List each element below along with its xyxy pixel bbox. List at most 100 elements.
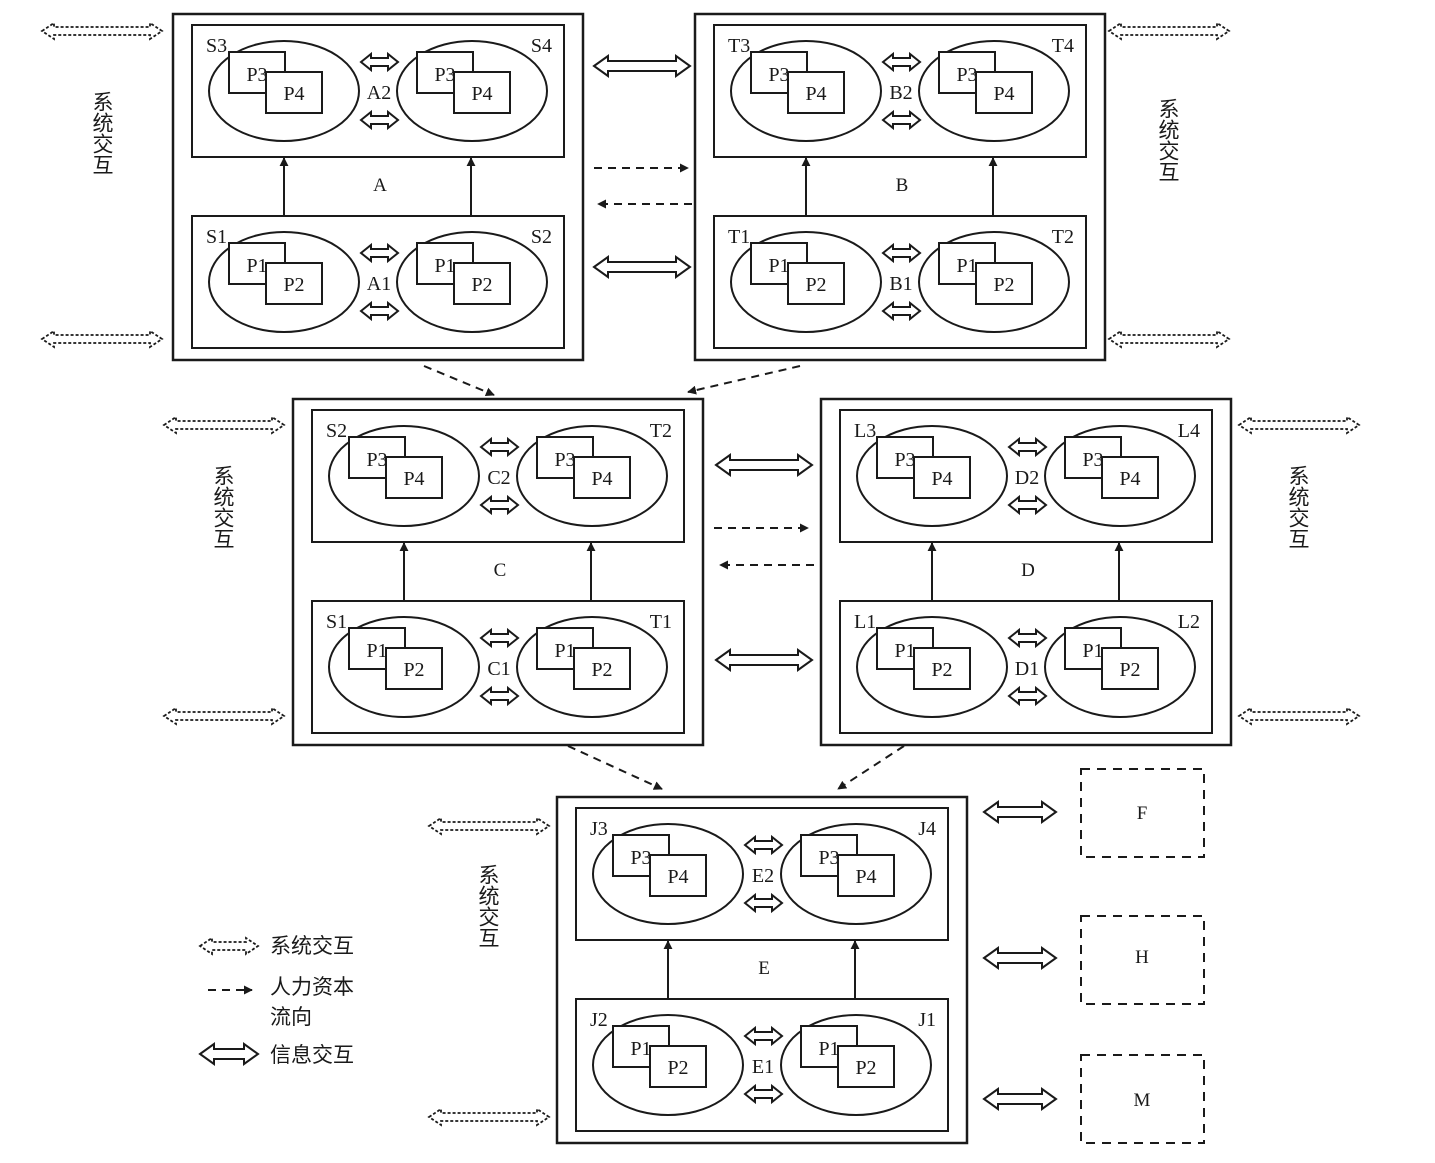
unit-label-right: T1 <box>650 611 672 633</box>
process-label-front: P2 <box>471 274 492 296</box>
process-label-front: P2 <box>283 274 304 296</box>
unit-label-right: L2 <box>1178 611 1200 633</box>
unit-label-left: J2 <box>590 1009 608 1031</box>
side-label-a: 系统交互 <box>90 91 114 175</box>
module-label: A <box>373 175 387 196</box>
svg-text:F: F <box>1137 803 1148 824</box>
legend-info-arrow-shape <box>198 1042 260 1066</box>
process-label-back: P1 <box>246 255 267 277</box>
subsystem-code: B2 <box>889 82 912 104</box>
system-interaction-arrow-3 <box>1107 21 1231 41</box>
intra-info-arrow-top <box>1007 627 1048 649</box>
intra-info-arrow-bottom <box>1007 685 1048 707</box>
side-label-b: 系统交互 <box>1156 98 1180 182</box>
process-label-back: P3 <box>894 449 915 471</box>
intra-info-arrow-top <box>479 627 520 649</box>
svg-text:系统交互: 系统交互 <box>1156 98 1180 182</box>
process-box-front <box>573 456 631 499</box>
process-label-front: P2 <box>855 1057 876 1079</box>
process-box-front <box>265 71 323 114</box>
process-label-front: P4 <box>805 83 826 105</box>
svg-text:M: M <box>1134 1090 1151 1111</box>
process-box-front <box>453 71 511 114</box>
subsystem-code: C2 <box>487 467 510 489</box>
process-label-back: P3 <box>768 64 789 86</box>
unit-label-left: L3 <box>854 420 876 442</box>
svg-text:系统交互: 系统交互 <box>90 91 114 175</box>
legend: 系统交互 人力资本 流向 信息交互 <box>198 934 354 1067</box>
process-label-back: P1 <box>434 255 455 277</box>
unit-label-right: T2 <box>650 420 672 442</box>
process-label-back: P1 <box>366 640 387 662</box>
process-label-back: P3 <box>246 64 267 86</box>
hr-flow-b-to-c <box>687 365 801 395</box>
unit-label-left: T3 <box>728 35 750 57</box>
subsystem-frame <box>191 215 565 349</box>
process-label-front: P2 <box>403 659 424 681</box>
process-label-front: P2 <box>591 659 612 681</box>
legend-info-interaction-icon <box>198 1042 260 1066</box>
intra-info-arrow-bottom <box>479 685 520 707</box>
process-label-back: P1 <box>554 640 575 662</box>
module-frame <box>819 397 1233 747</box>
info-interaction-arrow-7 <box>982 1087 1058 1111</box>
module-frame <box>555 795 969 1145</box>
process-label-back: P3 <box>956 64 977 86</box>
subsystem-code: A2 <box>367 82 391 104</box>
intra-info-arrow-top <box>743 834 784 856</box>
side-label-c: 系统交互 <box>211 465 235 549</box>
intra-info-arrow-bottom <box>743 892 784 914</box>
process-label-front: P4 <box>471 83 492 105</box>
legend-hr-label-1: 人力资本 <box>270 975 354 999</box>
subsystem-code: C1 <box>487 658 510 680</box>
subsystem-frame <box>575 807 949 941</box>
system-interaction-arrow-10 <box>427 1107 551 1127</box>
legend-system-interaction-icon <box>198 936 260 956</box>
side-label-d: 系统交互 <box>1286 465 1310 549</box>
process-label-back: P3 <box>554 449 575 471</box>
external-box-h: H <box>1080 915 1205 1005</box>
process-label-front: P4 <box>283 83 304 105</box>
subsystem-code: A1 <box>367 273 391 295</box>
subsystem-frame <box>713 24 1087 158</box>
unit-label-right: J4 <box>918 818 936 840</box>
legend-info-label: 信息交互 <box>270 1043 354 1067</box>
system-interaction-arrow-2 <box>40 329 164 349</box>
process-label-back: P1 <box>1082 640 1103 662</box>
svg-text:系统交互: 系统交互 <box>1286 465 1310 549</box>
process-box-front <box>649 854 707 897</box>
process-label-back: P3 <box>1082 449 1103 471</box>
process-box-front <box>265 262 323 305</box>
subsystem-code: B1 <box>889 273 912 295</box>
intra-info-arrow-bottom <box>479 494 520 516</box>
info-interaction-arrow-3 <box>714 453 814 477</box>
unit-label-left: S3 <box>206 35 227 57</box>
subsystem-frame <box>311 409 685 543</box>
process-box-front <box>573 647 631 690</box>
subsystem-code: D1 <box>1015 658 1039 680</box>
process-box-front <box>385 456 443 499</box>
process-label-front: P2 <box>993 274 1014 296</box>
intra-info-arrow-bottom <box>881 300 922 322</box>
process-box-front <box>913 456 971 499</box>
process-box-front <box>1101 456 1159 499</box>
